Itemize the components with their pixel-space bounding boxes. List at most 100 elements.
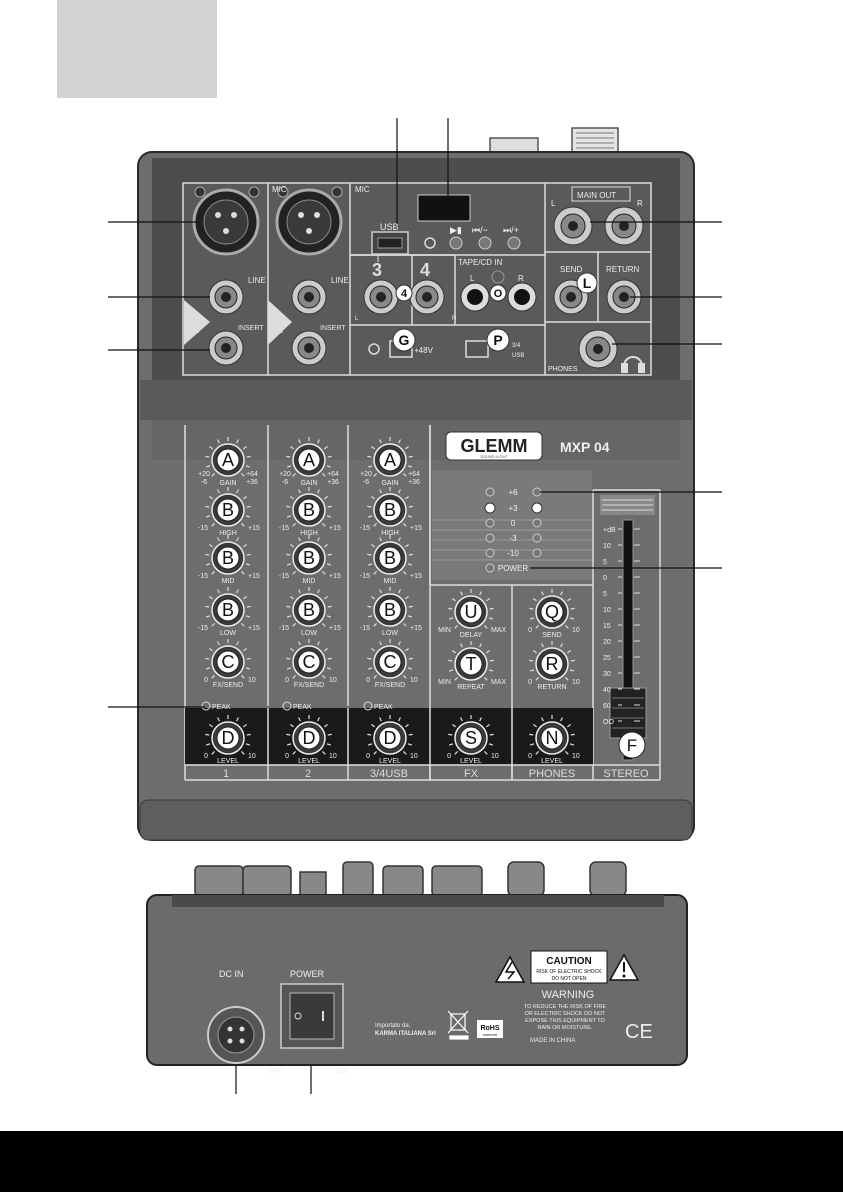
insert-jack-1[interactable] xyxy=(208,330,244,366)
jack-4[interactable] xyxy=(409,279,445,315)
eq-knob-2-3-min: -15 xyxy=(279,625,289,632)
lightning-warning-icon xyxy=(494,955,526,983)
play-pause-label: ▶▮ xyxy=(450,225,462,235)
level-knob-2-max: 10 xyxy=(329,753,337,760)
power-switch[interactable] xyxy=(280,983,344,1049)
gain-knob-2-badge: A xyxy=(303,450,315,470)
gain-knob-3[interactable]: A GAIN xyxy=(367,437,413,487)
fader-scale-12: OO xyxy=(603,719,614,726)
caution-title: CAUTION xyxy=(546,956,592,967)
main-out-r[interactable] xyxy=(604,206,644,246)
brand-tagline: SOUND·LIGHT xyxy=(480,454,508,459)
phones-level-knob-badge: N xyxy=(546,728,559,748)
eq-knob-2-3-label: LOW xyxy=(301,630,317,637)
made-in-label: MADE IN CHINA xyxy=(530,1038,575,1044)
repeat-knob-badge: T xyxy=(466,654,477,674)
phones-jack[interactable] xyxy=(578,329,618,369)
stereo-fader-knob[interactable] xyxy=(609,687,647,739)
level-knob-3-max: 10 xyxy=(410,753,418,760)
gain-knob-3-label: GAIN xyxy=(381,480,398,487)
main-out-l[interactable] xyxy=(553,206,593,246)
callout-lines xyxy=(108,118,722,1094)
strip-name-1: 1 xyxy=(223,768,229,780)
channel-number-1: 1 xyxy=(187,313,199,338)
eq-knob-2-2-max: +15 xyxy=(329,573,341,580)
main-out-r-label: R xyxy=(637,199,643,208)
svg-text:O: O xyxy=(494,288,503,300)
delay-knob-min: MIN xyxy=(438,627,451,634)
jack-3[interactable] xyxy=(363,279,399,315)
gain-min-3: +20 xyxy=(360,471,372,478)
eq-knob-3-2-min: -15 xyxy=(360,573,370,580)
rohs-sub: conform xyxy=(483,1032,498,1037)
gain-min2-1: -6 xyxy=(201,479,207,486)
fader-scale-1: 10 xyxy=(603,543,611,550)
usb-label: USB xyxy=(380,222,399,232)
gain-knob-1-badge: A xyxy=(222,450,234,470)
insert-label-2: INSERT xyxy=(320,325,346,332)
channel-number-3: 3 xyxy=(372,260,382,280)
gain-knob-3-badge: A xyxy=(384,450,396,470)
warning-line-1: TO REDUCE THE RISK OF FIRE xyxy=(524,1004,607,1010)
tape-rca-l[interactable] xyxy=(460,282,490,312)
tape-rca-r[interactable] xyxy=(507,282,537,312)
send-label: SEND xyxy=(560,265,582,274)
repeat-knob-min: MIN xyxy=(438,679,451,686)
eq-knob-1-2-max: +15 xyxy=(248,573,260,580)
badge-g: G xyxy=(392,328,416,352)
insert-jack-2[interactable] xyxy=(291,330,327,366)
line-jack-2[interactable] xyxy=(291,279,327,315)
return-jack[interactable] xyxy=(606,279,642,315)
eq-knob-1-3-label: LOW xyxy=(220,630,236,637)
gain-max2-2: +36 xyxy=(327,479,339,486)
mic-label-2: MIC xyxy=(355,185,370,194)
insert-label-1: INSERT xyxy=(238,325,264,332)
dc-in-connector[interactable] xyxy=(207,1006,265,1064)
fader-scale-5: 10 xyxy=(603,607,611,614)
line-jack-1[interactable] xyxy=(208,279,244,315)
fx-send-knob-3-label: FX/SEND xyxy=(375,682,405,689)
gain-min-2: +20 xyxy=(279,471,291,478)
fader-scale-4: 5 xyxy=(603,591,607,598)
on-label: ON xyxy=(337,1068,348,1075)
strip-name-fx: FX xyxy=(464,768,479,780)
eq-knob-3-3-badge: B xyxy=(384,600,396,620)
eq-knob-1-1-max: +15 xyxy=(248,525,260,532)
mixer-top-view xyxy=(137,127,695,841)
meter-label-minus3: -3 xyxy=(509,534,517,543)
importer-line-1: Importato da: xyxy=(375,1023,411,1029)
fx-send-knob-2-label: FX/SEND xyxy=(294,682,324,689)
fader-scale-3: 0 xyxy=(603,575,607,582)
aux-return-knob-min: 0 xyxy=(528,679,532,686)
strip-name-3: 3/4USB xyxy=(370,768,408,780)
fader-scale-11: 60 xyxy=(603,703,611,710)
gain-max-2: +64 xyxy=(327,471,339,478)
eq-knob-3-2-label: MID xyxy=(384,578,397,585)
footer-bar xyxy=(0,1131,843,1192)
eq-knob-3-1-label: HIGH xyxy=(381,530,399,537)
eq-knob-2-1-label: HIGH xyxy=(300,530,318,537)
